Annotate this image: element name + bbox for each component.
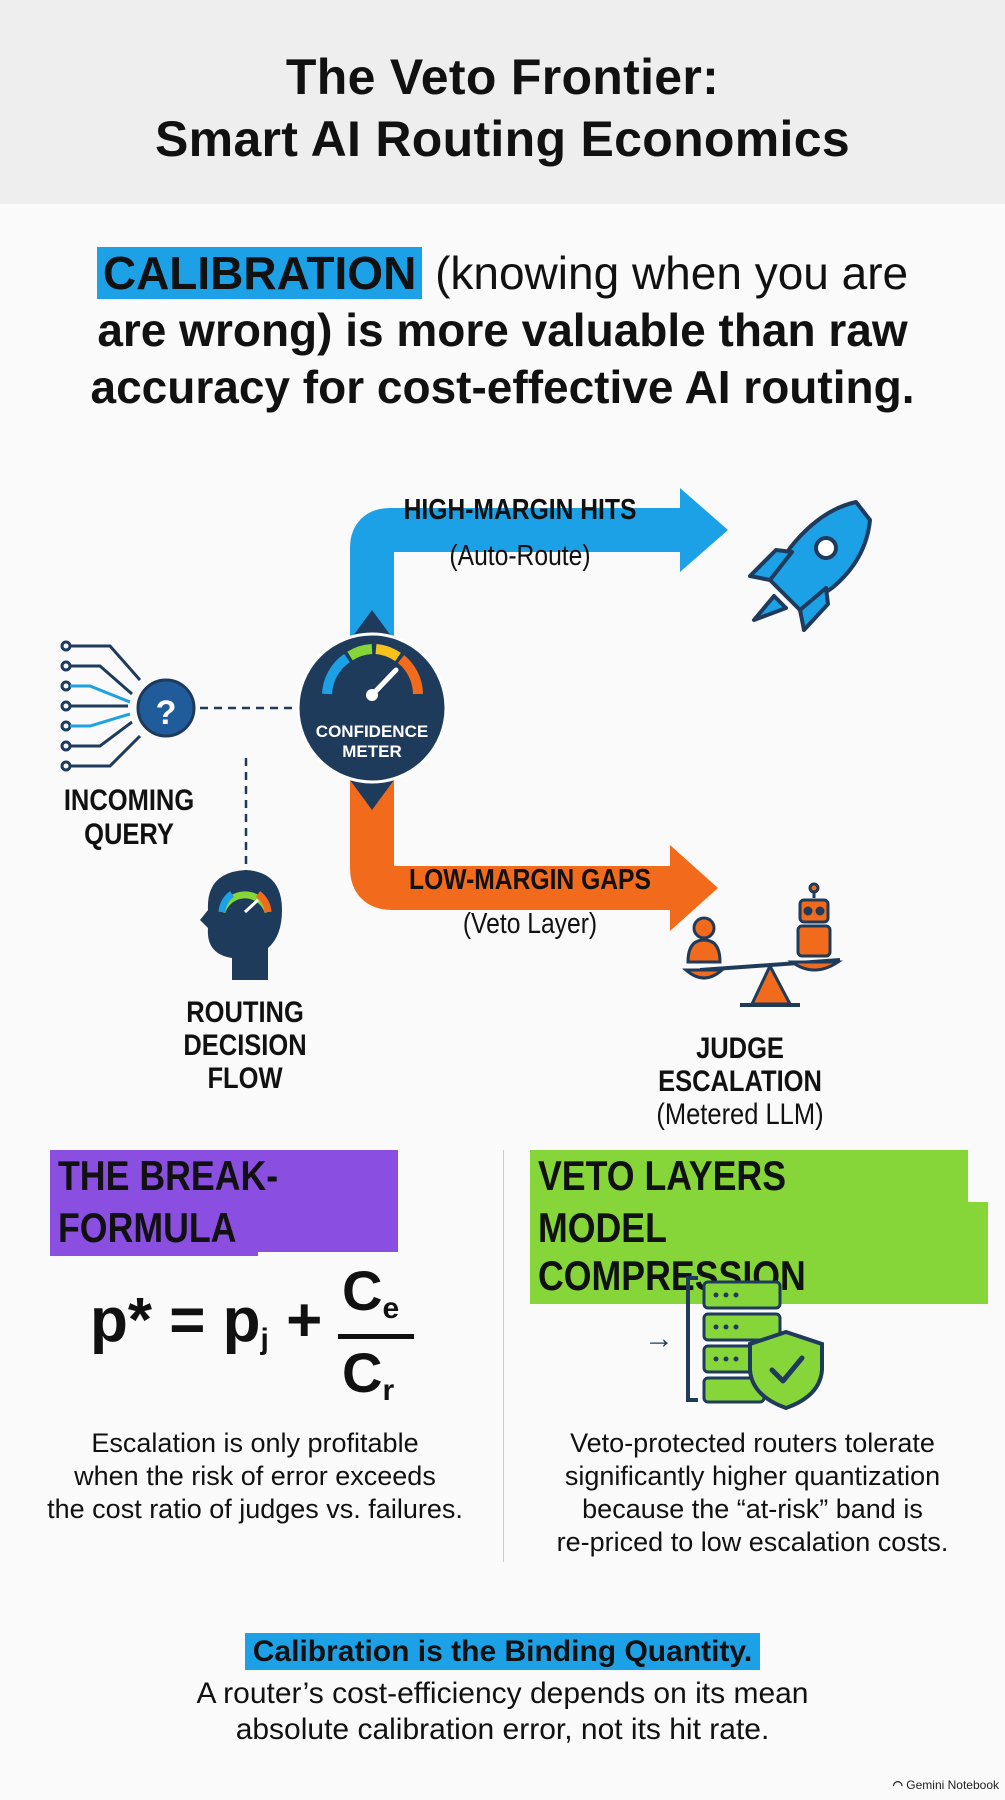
rocket-icon: [748, 500, 872, 632]
low-margin-title: LOW-MARGIN GAPS: [409, 864, 651, 896]
thesis-highlight: CALIBRATION: [96, 247, 423, 299]
break-even-formula: p* = pj + Ce Cr: [90, 1259, 450, 1407]
thesis-line1-rest: (knowing when you are: [422, 247, 909, 299]
head-gauge-icon: [200, 870, 282, 980]
incoming-query-label: INCOMING QUERY: [63, 784, 195, 851]
veto-layers-description: Veto-protected routers tolerate signific…: [556, 1428, 949, 1557]
low-margin-subtitle: (Veto Layer): [462, 908, 598, 940]
break-even-title-line2: FORMULA: [50, 1202, 258, 1256]
thesis-statement: CALIBRATION (knowing when you are are wr…: [40, 245, 965, 416]
confidence-meter-label: CONFIDENCE METER: [315, 722, 429, 761]
column-divider: [503, 1150, 504, 1562]
high-margin-title: HIGH-MARGIN HITS: [403, 494, 637, 526]
footer-label: Gemini Notebook: [906, 1778, 999, 1792]
fraction-bar: [338, 1334, 414, 1339]
confidence-gauge-icon: [296, 610, 448, 810]
gemini-logo-icon: ◠: [892, 1778, 903, 1792]
title-line-1: The Veto Frontier:: [285, 49, 720, 105]
high-margin-subtitle: (Auto-Route): [449, 540, 591, 572]
question-mark: ?: [155, 694, 177, 732]
low-margin-arrow-head: [670, 845, 718, 931]
conclusion-text: A router’s cost-efficiency depends on it…: [196, 1677, 809, 1746]
high-margin-arrow-head: [680, 488, 728, 572]
break-even-description: Escalation is only profitable when the r…: [47, 1428, 463, 1524]
routing-decision-label: ROUTING DECISION FLOW: [183, 996, 307, 1095]
server-shield-icon: [686, 1276, 824, 1410]
header-band: The Veto Frontier: Smart AI Routing Econ…: [0, 0, 1005, 204]
judge-escalation-label: JUDGE ESCALATION (Metered LLM): [656, 1032, 824, 1131]
conclusion-highlight: Calibration is the Binding Quantity.: [0, 1633, 1005, 1670]
routing-flow-diagram: [60, 488, 872, 1007]
scale-judge-icon: [682, 958, 843, 1007]
person-icon: [686, 916, 722, 964]
footer-branding: ◠ Gemini Notebook: [892, 1778, 999, 1792]
low-margin-arrow-shaft: [350, 770, 680, 910]
question-icon: [136, 678, 196, 738]
thesis-line2: are wrong) is more valuable than raw: [97, 304, 908, 356]
high-margin-arrow-shaft: [350, 508, 690, 640]
title-line-2: Smart AI Routing Economics: [155, 111, 850, 167]
arrow-right-icon: →: [644, 1322, 674, 1355]
thesis-line3: accuracy for cost-effective AI routing.: [90, 361, 915, 413]
robot-icon: [796, 882, 832, 958]
circuit-icon: [60, 640, 142, 772]
